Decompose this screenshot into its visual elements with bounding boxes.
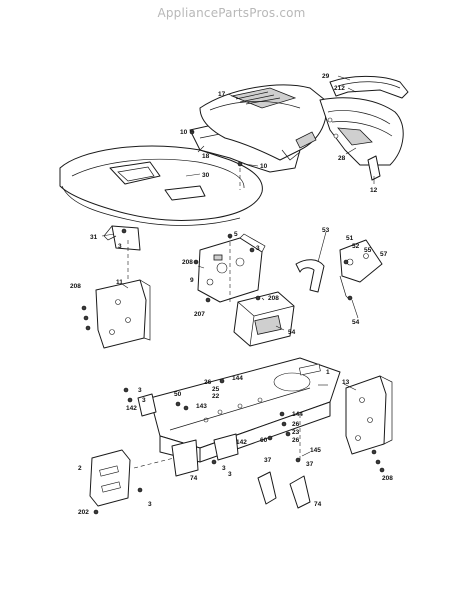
callout-74-right: 74 (314, 501, 322, 508)
lower-linkage-left[interactable] (257, 471, 277, 505)
brake-linkage[interactable] (295, 239, 383, 301)
callout-57: 57 (380, 251, 388, 258)
callout-37-left: 37 (264, 457, 272, 464)
frame-bracket-mid[interactable] (213, 433, 239, 461)
callout-26-mid: 26 (292, 421, 300, 428)
callout-22: 22 (212, 393, 220, 400)
callout-50: 50 (174, 391, 182, 398)
callout-3-rear-a: 3 (222, 465, 226, 472)
callout-145: 145 (310, 447, 321, 454)
callout-17: 17 (218, 91, 226, 98)
callout-18: 18 (202, 153, 210, 160)
callout-212: 212 (334, 85, 345, 92)
callout-207: 207 (194, 311, 205, 318)
dash-control-panel[interactable] (197, 233, 266, 303)
callout-52: 52 (352, 243, 360, 250)
callout-13: 13 (342, 379, 350, 386)
grille-bracket[interactable] (367, 155, 381, 181)
front-side-panel[interactable] (345, 375, 393, 455)
callout-10-lower: 10 (260, 163, 268, 170)
frame-bracket-rear[interactable] (171, 439, 199, 477)
callout-74-left: 74 (190, 475, 198, 482)
callout-29: 29 (322, 73, 330, 80)
seat-bracket[interactable] (111, 225, 141, 251)
battery-tray[interactable] (233, 291, 295, 347)
site-watermark: AppliancePartsPros.com (157, 6, 306, 20)
callout-3-bracket: 3 (118, 243, 122, 250)
callout-144-upper: 144 (232, 375, 243, 382)
callout-3-rear-b: 3 (228, 471, 232, 478)
callout-26-upper: 26 (204, 379, 212, 386)
callout-208-front: 208 (382, 475, 393, 482)
callout-9: 9 (190, 277, 194, 284)
leader-lines (101, 75, 375, 457)
callout-12: 12 (370, 187, 378, 194)
callout-5: 5 (234, 231, 238, 238)
callout-60: 60 (260, 437, 268, 444)
callout-2: 2 (78, 465, 82, 472)
fender-assembly[interactable] (59, 145, 263, 226)
callout-144-lower: 144 (292, 411, 303, 418)
callout-26-lower: 26 (292, 437, 300, 444)
callout-31: 31 (90, 234, 98, 241)
callout-30: 30 (202, 172, 210, 179)
callout-202: 202 (78, 509, 89, 516)
callout-54-linkage: 54 (352, 319, 360, 326)
callout-142-lower: 142 (236, 439, 247, 446)
callout-55: 55 (364, 247, 372, 254)
callout-3-frame-a: 3 (138, 387, 142, 394)
callout-142-upper: 142 (126, 405, 137, 412)
callout-54-battery: 54 (288, 329, 296, 336)
callout-208-left: 208 (70, 283, 81, 290)
rear-hitch-plate[interactable] (89, 449, 131, 507)
callout-28: 28 (338, 155, 346, 162)
callout-208-dash: 208 (182, 259, 193, 266)
callout-labels: 17 29 212 10 18 10 28 12 30 31 3 5 3 208… (70, 73, 393, 516)
callout-3-frame-b: 3 (142, 397, 146, 404)
callout-1: 1 (326, 369, 330, 376)
hardware-bolts (81, 129, 385, 515)
callout-25: 25 (212, 386, 220, 393)
callout-51: 51 (346, 235, 354, 242)
callout-53: 53 (322, 227, 330, 234)
callout-37-right: 37 (306, 461, 314, 468)
grille-assembly[interactable] (319, 97, 404, 166)
left-side-panel[interactable] (95, 279, 151, 349)
frame-bracket-left[interactable] (137, 393, 157, 417)
callout-208-battery: 208 (268, 295, 279, 302)
callout-10-upper: 10 (180, 129, 188, 136)
front-bumper[interactable] (329, 75, 409, 99)
callout-11: 11 (116, 279, 123, 286)
callout-23: 23 (292, 429, 300, 436)
callout-3-dash: 3 (256, 245, 260, 252)
callout-143: 143 (196, 403, 207, 410)
assembly-line-4 (133, 457, 175, 469)
hood[interactable] (199, 84, 327, 161)
lower-linkage-right[interactable] (289, 475, 311, 509)
callout-3-hitch: 3 (148, 501, 152, 508)
